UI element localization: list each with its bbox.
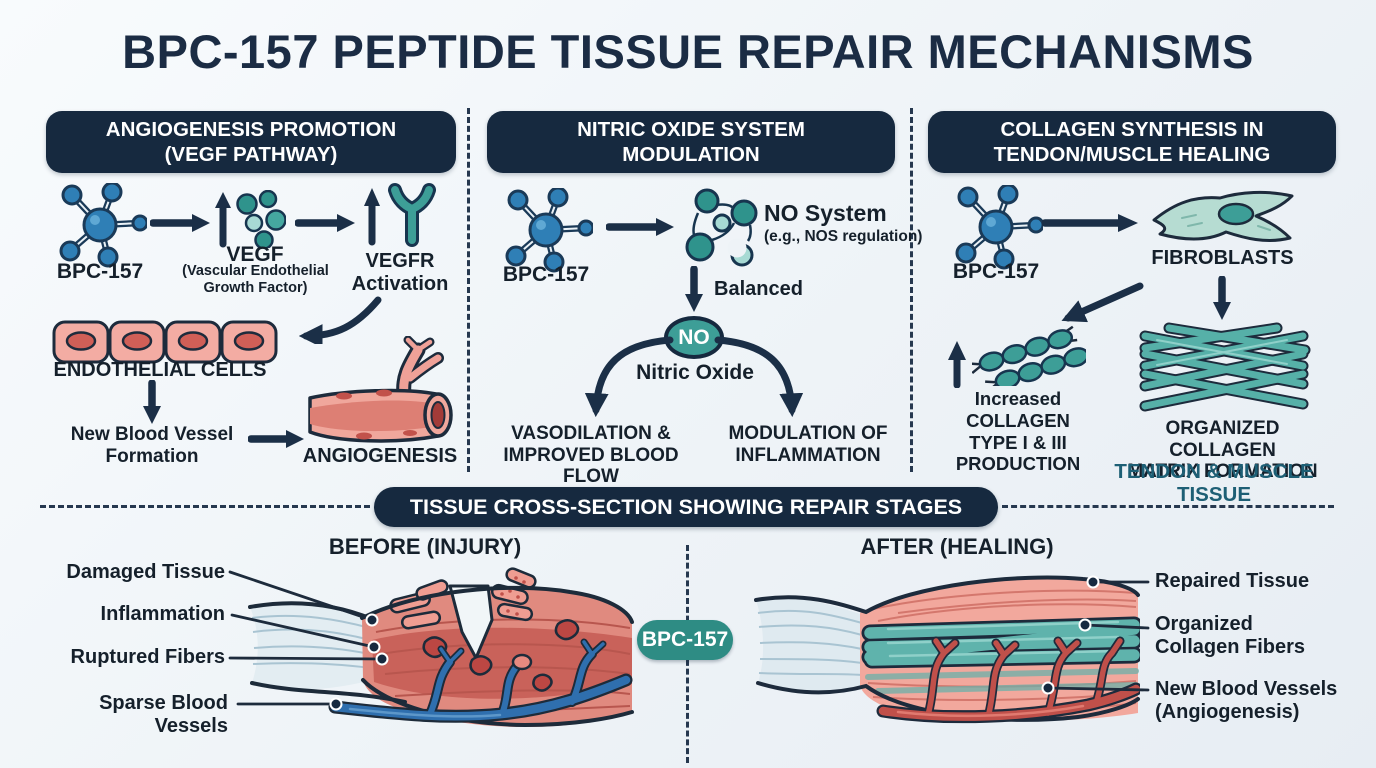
fibroblasts-label: FIBROBLASTS [1151,247,1294,269]
collagen-matrix-icon [1139,322,1311,412]
before-title: BEFORE (INJURY) [328,534,522,559]
vegfr-label: VEGFR Activation [351,250,449,295]
arrow-endothelial-to-formation [143,380,161,424]
bpc-molecule-icon [59,183,147,268]
bpc-label-col3: BPC-157 [952,260,1040,283]
inflammation-label: Inflammation [100,603,225,625]
arrow-bpc-to-fibroblasts [1042,214,1138,232]
arrow-bpc-to-nosystem [606,218,674,236]
no-system-molecule-icon [685,188,758,267]
angiogenesis-label: ANGIOGENESIS [302,445,458,467]
bpc-badge: BPC-157 [637,620,733,660]
ruptured-fibers-label: Ruptured Fibers [70,646,225,668]
arrow-vegfr-to-endothelial [298,296,382,344]
arrow-formation-to-angiogenesis [248,430,304,448]
collagen-production-label: Increased COLLAGEN TYPE I & III PRODUCTI… [955,388,1081,475]
arrow-no-to-vasodilation [584,336,674,418]
new-blood-vessels-label: New Blood Vessels (Angiogenesis) [1155,678,1338,723]
new-vessel-label: New Blood Vessel Formation [70,424,234,467]
sparse-vessels-label: Sparse Blood Vessels [99,692,228,737]
vegf-label: VEGF [226,243,284,266]
column-header-angiogenesis: ANGIOGENESIS PROMOTION (VEGF PATHWAY) [46,111,456,173]
arrow-no-to-modulation [714,336,804,418]
bpc-molecule-icon [955,185,1043,270]
collagen-matrix-label: ORGANIZED COLLAGEN MATRIX FORMATION [1127,418,1318,483]
bpc-label-col1: BPC-157 [56,260,144,283]
arrow-vegf-to-vegfr [295,214,355,232]
vasodilation-label: VASODILATION & IMPROVED BLOOD FLOW [503,423,679,488]
arrow-fibroblasts-to-collagen [1061,282,1144,323]
modulation-label: MODULATION OF INFLAMMATION [728,423,888,466]
arrow-bpc-to-vegf [150,214,210,232]
no-system-label: NO System [764,200,887,226]
collagen-fibrils-icon [972,325,1086,386]
bpc-molecule-icon [505,188,593,273]
blood-vessel-icon [308,336,453,443]
damaged-tissue-label: Damaged Tissue [66,561,225,583]
vegfr-receptor-icon [364,183,436,247]
column-divider-2 [910,108,913,472]
section-divider-left [40,505,370,508]
column-header-collagen: COLLAGEN SYNTHESIS IN TENDON/MUSCLE HEAL… [928,111,1336,173]
vegf-sublabel: (Vascular Endothelial Growth Factor) [182,263,329,296]
nitric-oxide-label: Nitric Oxide [636,361,754,384]
column-divider-1 [467,108,470,472]
repaired-tissue-label: Repaired Tissue [1155,570,1310,592]
tendon-muscle-tissue-label: TENDON & MUSCLE TISSUE [1114,460,1314,507]
section-divider-right [1002,505,1334,508]
balanced-label: Balanced [714,278,803,300]
arrow-fibroblasts-to-matrix [1213,276,1231,320]
increase-arrow-icon [948,341,966,388]
bpc-label-col2: BPC-157 [502,263,590,286]
endothelial-label: ENDOTHELIAL CELLS [53,359,267,381]
endothelial-cells-icon [52,320,278,364]
leader-lines [228,570,1150,711]
vegf-increase-icon [215,190,286,248]
healed-tissue-illustration [754,575,1140,724]
organized-collagen-label: Organized Collagen Fibers [1155,613,1306,658]
cross-section-title: TISSUE CROSS-SECTION SHOWING REPAIR STAG… [374,487,998,527]
column-header-nitric-oxide: NITRIC OXIDE SYSTEM MODULATION [487,111,895,173]
arrow-nosystem-to-no [685,266,703,312]
after-title: AFTER (HEALING) [860,534,1054,559]
page-title: BPC-157 PEPTIDE TISSUE REPAIR MECHANISMS [122,25,1254,78]
fibroblast-cell-icon [1152,190,1294,242]
no-system-sublabel: (e.g., NOS regulation) [764,228,923,245]
